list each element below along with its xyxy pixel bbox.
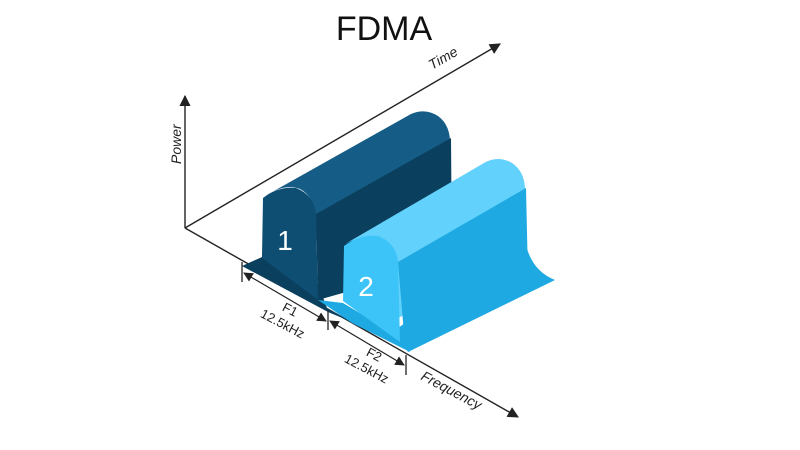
channel-2-top <box>345 159 526 320</box>
channel-2-number: 2 <box>358 271 374 302</box>
f1-label: F1 <box>280 299 300 319</box>
channel-1-top <box>265 111 451 242</box>
f2-label: F2 <box>364 344 384 364</box>
channel-1-front <box>262 187 318 300</box>
channel-1-number: 1 <box>277 225 293 256</box>
f2-dimension-line <box>329 320 405 366</box>
dimension-markers <box>241 262 407 375</box>
power-axis-label: Power <box>168 123 184 164</box>
frequency-axis-label: Frequency <box>419 368 486 414</box>
time-axis <box>184 43 501 229</box>
channel-2-side <box>398 188 528 346</box>
channel-2-front <box>343 235 400 342</box>
f1-dimension-line <box>243 272 327 322</box>
diagram-title: FDMA <box>336 10 433 48</box>
